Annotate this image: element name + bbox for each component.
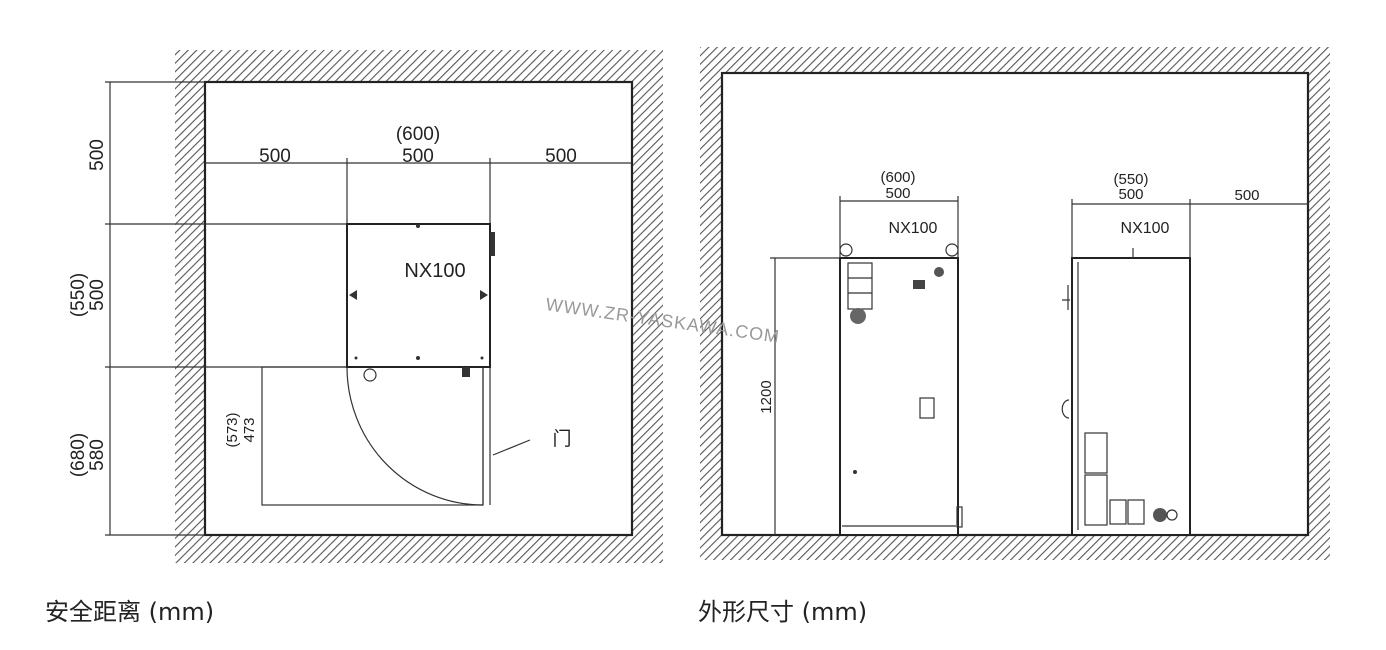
room-outline (720, 71, 1310, 537)
dim-depth-outer: (550) (68, 273, 89, 317)
dim-top-clearance: 500 (87, 139, 108, 171)
dim-door: 473 (241, 417, 258, 442)
dim-front-outer: (680) (68, 433, 89, 477)
dim-depth: 500 (87, 279, 108, 311)
door-label: 门 (552, 428, 571, 450)
outline-dimensions-caption: 外形尺寸 (mm) (698, 598, 867, 626)
side-view-dimension-lines (1071, 199, 1308, 258)
front-dim-height: 1200 (758, 380, 775, 413)
room-outline (203, 80, 634, 537)
side-dim-rear-clearance: 500 (1234, 187, 1259, 204)
safety-distance-diagram: 500 (550) 500 (680) 580 500 (600) 500 50… (45, 50, 663, 626)
outline-dimensions-diagram: (600) 500 NX100 1200 (550) 500 500 NX100… (698, 47, 1330, 626)
dim-width-outer: (600) (396, 124, 440, 145)
dim-left-clearance: 500 (259, 146, 291, 167)
dim-width: 500 (402, 146, 434, 167)
dim-door-outer: (573) (224, 412, 241, 447)
front-dim-width: 500 (885, 185, 910, 202)
front-model-label: NX100 (889, 220, 938, 237)
nx100-cabinet-plan (346, 223, 495, 382)
wall-hatching (175, 50, 663, 563)
front-view-dimension-lines (770, 196, 959, 535)
side-dim-depth-outer: (550) (1113, 171, 1148, 188)
nx100-front-view (839, 243, 963, 536)
wall-hatching (700, 47, 1330, 560)
dim-front: 580 (87, 439, 108, 471)
cabinet-model-label: NX100 (404, 260, 465, 282)
side-dim-depth: 500 (1118, 186, 1143, 203)
dim-right-clearance: 500 (545, 146, 577, 167)
front-dim-width-outer: (600) (880, 169, 915, 186)
door-swing (261, 366, 531, 506)
nx100-side-view (1061, 248, 1191, 536)
safety-distance-caption: 安全距离 (mm) (45, 598, 214, 626)
side-model-label: NX100 (1121, 220, 1170, 237)
